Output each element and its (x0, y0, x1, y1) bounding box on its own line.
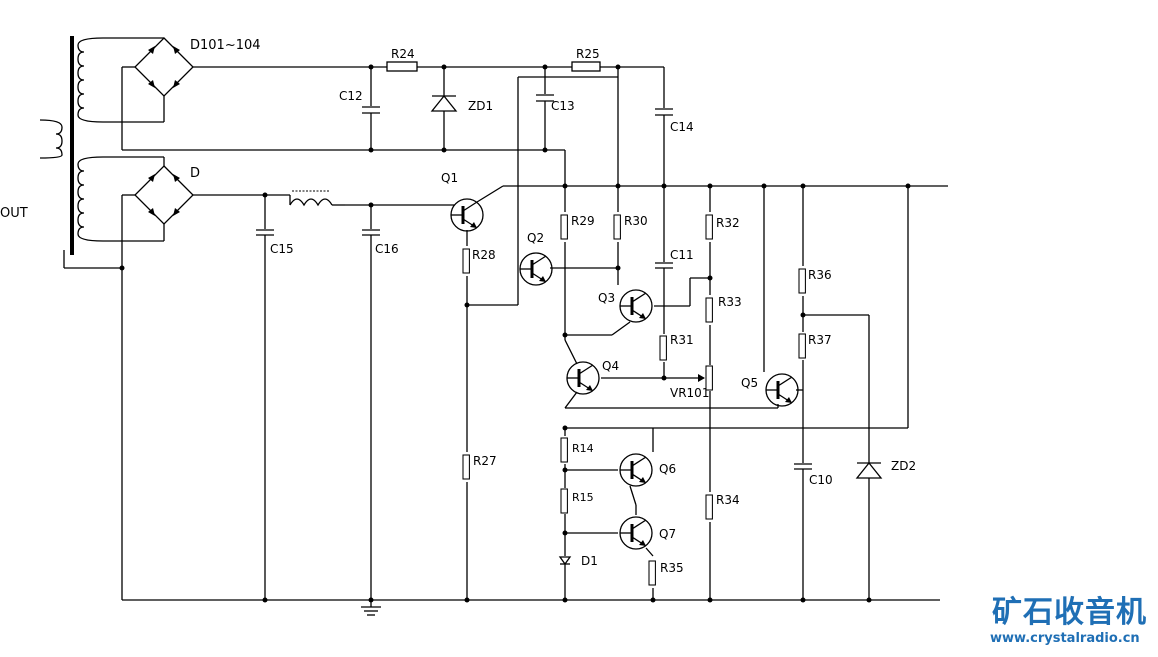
out-label: OUT (0, 206, 28, 221)
c16-label: C16 (375, 242, 399, 256)
q1-transistor (449, 197, 485, 233)
r24-resistor (386, 61, 418, 72)
q3-transistor (618, 288, 654, 324)
r14-label: R14 (572, 442, 594, 455)
c11-label: C11 (670, 248, 694, 262)
d-label: D (190, 166, 200, 181)
main-supply (193, 190, 456, 600)
regulator (119, 183, 948, 616)
q2-transistor (518, 251, 554, 287)
q7-label: Q7 (659, 527, 676, 541)
q5-label: Q5 (741, 376, 758, 390)
q4-transistor (565, 360, 601, 396)
d1-label: D1 (581, 554, 598, 568)
r35-label: R35 (660, 561, 684, 575)
r30-label: R30 (624, 214, 648, 228)
r34-label: R34 (716, 493, 740, 507)
watermark-url: www.crystalradio.cn (990, 631, 1140, 646)
aux-supply (122, 61, 673, 305)
r36-label: R36 (808, 268, 832, 282)
zd2-label: ZD2 (891, 459, 916, 473)
r27-label: R27 (473, 454, 497, 468)
q4-label: Q4 (602, 359, 619, 373)
r37-label: R37 (808, 333, 832, 347)
site-watermark: 矿石收音机 www.crystalradio.cn (990, 595, 1152, 648)
r25-label: R25 (576, 47, 600, 61)
q1-label: Q1 (441, 171, 458, 185)
r15-label: R15 (572, 491, 594, 504)
bridge-rectifier-lower (103, 156, 194, 268)
c15-label: C15 (270, 242, 294, 256)
vr101-label: VR101 (670, 386, 709, 400)
transformer (39, 36, 122, 269)
q5-transistor (764, 372, 800, 408)
d101-label: D101~104 (190, 38, 261, 53)
q2-label: Q2 (527, 231, 544, 245)
bridge-rectifier-upper (103, 37, 194, 150)
c13-label: C13 (551, 99, 575, 113)
r31-label: R31 (670, 333, 694, 347)
inductor (289, 198, 333, 207)
r33-label: R33 (718, 295, 742, 309)
zd1-label: ZD1 (468, 99, 493, 113)
r24-label: R24 (391, 47, 415, 61)
c12-label: C12 (339, 89, 363, 103)
q7-transistor (618, 515, 654, 551)
r29-label: R29 (571, 214, 595, 228)
q6-transistor (618, 452, 654, 488)
c10-label: C10 (809, 473, 833, 487)
r25-resistor (571, 61, 601, 72)
watermark-title: 矿石收音机 (992, 595, 1147, 630)
q6-label: Q6 (659, 462, 676, 476)
q3-label: Q3 (598, 291, 615, 305)
c14-label: C14 (670, 120, 694, 134)
r28-label: R28 (472, 248, 496, 262)
r32-label: R32 (716, 216, 740, 230)
